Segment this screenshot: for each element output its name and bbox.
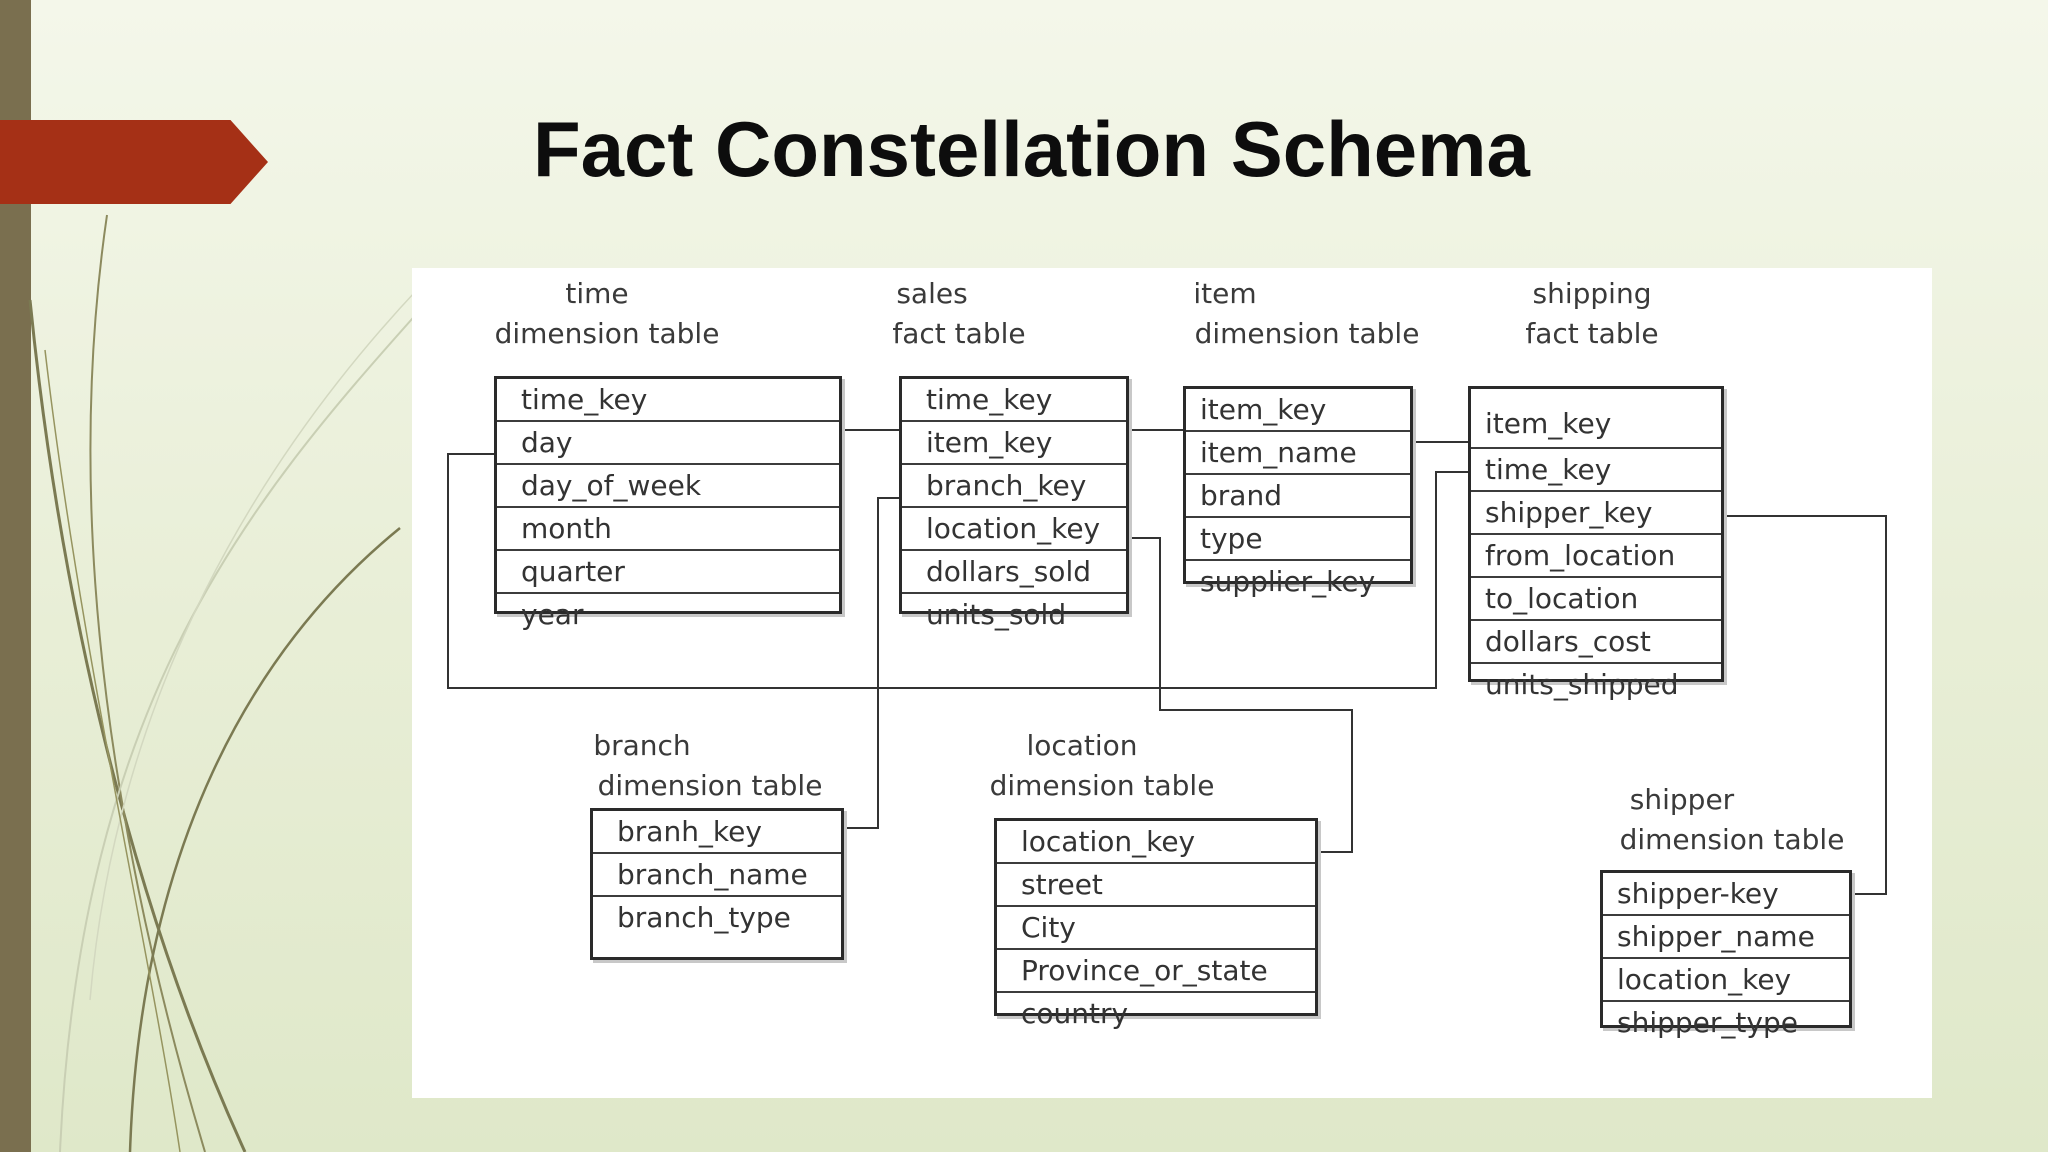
sales-fact-table: time_key item_key branch_key location_ke… <box>899 376 1129 631</box>
shipping-table-caption-line2: fact table <box>1525 317 1659 350</box>
item-dimension-table: item_key item_name brand type supplier_k… <box>1183 386 1413 598</box>
table-row: item_name <box>1186 432 1410 475</box>
table-row: time_key <box>497 379 839 422</box>
table-row: shipper_key <box>1471 492 1721 535</box>
table-row: location_key <box>902 508 1126 551</box>
time-table-caption-line1: time <box>565 277 629 310</box>
table-row: branch_key <box>902 465 1126 508</box>
table-row: units_shipped <box>1485 668 1679 701</box>
item-table-caption-line2: dimension table <box>1194 317 1420 350</box>
shipper-dimension-table: shipper-key shipper_name location_key sh… <box>1600 870 1852 1039</box>
table-row: time_key <box>902 379 1126 422</box>
table-row: brand <box>1186 475 1410 518</box>
relationship-lines <box>447 429 1887 895</box>
table-row: supplier_key <box>1200 565 1376 598</box>
location-table-caption-line1: location <box>1026 729 1138 762</box>
table-row: Province_or_state <box>997 950 1315 993</box>
table-row: item_key <box>1471 389 1721 449</box>
table-row: to_location <box>1471 578 1721 621</box>
location-dimension-table: location_key street City Province_or_sta… <box>994 818 1318 1030</box>
branch-dimension-table: branh_key branch_name branch_type <box>590 808 844 960</box>
table-row: branch_type <box>617 901 791 934</box>
table-row: item_key <box>1186 389 1410 432</box>
table-row: branch_name <box>593 854 841 897</box>
table-row: street <box>997 864 1315 907</box>
table-row: day <box>497 422 839 465</box>
table-row: shipper_name <box>1603 916 1849 959</box>
table-row: quarter <box>497 551 839 594</box>
table-row: day_of_week <box>497 465 839 508</box>
location-table-caption-line2: dimension table <box>989 769 1215 802</box>
table-row: shipper-key <box>1603 873 1849 916</box>
shipper-table-caption-line2: dimension table <box>1619 823 1845 856</box>
time-dimension-table: time_key day day_of_week month quarter y… <box>494 376 842 631</box>
table-row: time_key <box>1471 449 1721 492</box>
sales-table-caption-line1: sales <box>896 277 968 310</box>
time-table-caption-line2: dimension table <box>494 317 720 350</box>
table-row: year <box>521 598 584 631</box>
table-row: shipper_type <box>1617 1006 1798 1039</box>
table-row: location_key <box>997 821 1315 864</box>
table-row: month <box>497 508 839 551</box>
table-row: item_key <box>902 422 1126 465</box>
slide-title: Fact Constellation Schema <box>533 105 1530 193</box>
table-row: dollars_sold <box>902 551 1126 594</box>
shipping-table-caption-line1: shipping <box>1532 277 1652 310</box>
table-row: type <box>1186 518 1410 561</box>
table-row: country <box>1021 997 1129 1030</box>
title-accent-arrow <box>0 120 268 204</box>
table-row: City <box>997 907 1315 950</box>
table-row: from_location <box>1471 535 1721 578</box>
table-row: units_sold <box>926 598 1067 631</box>
branch-table-caption-line1: branch <box>593 729 691 762</box>
table-row: branh_key <box>593 811 841 854</box>
schema-diagram: time dimension table time_key day day_of… <box>412 268 1932 1098</box>
decorative-branches <box>28 214 420 1152</box>
shipper-table-caption-line1: shipper <box>1629 783 1735 816</box>
shipping-fact-table: item_key time_key shipper_key from_locat… <box>1468 386 1724 701</box>
branch-table-caption-line2: dimension table <box>597 769 823 802</box>
item-table-caption-line1: item <box>1193 277 1257 310</box>
table-row: location_key <box>1603 959 1849 1002</box>
table-row: dollars_cost <box>1471 621 1721 664</box>
sales-table-caption-line2: fact table <box>892 317 1026 350</box>
